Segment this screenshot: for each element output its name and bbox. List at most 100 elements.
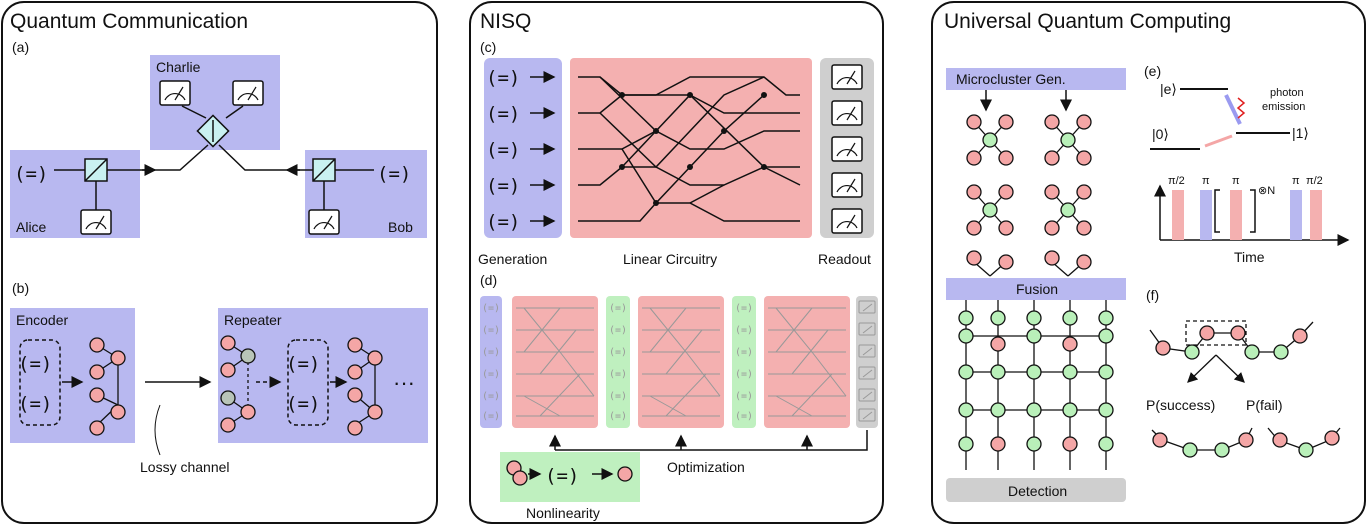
linear-circuitry-label: Linear Circuitry <box>623 251 717 267</box>
nonlinearity-label: Nonlinearity <box>526 505 600 521</box>
d-nl2-6-icon: (=) <box>735 411 753 422</box>
readout-meter-4-icon <box>831 172 863 198</box>
gen-source-1-icon: (=) <box>486 67 520 89</box>
d-nl1-4-icon: (=) <box>609 369 627 380</box>
generation-label: Generation <box>478 251 547 267</box>
linear-circuitry-box <box>570 58 812 238</box>
d-nl1-1-icon: (=) <box>609 303 627 314</box>
d-nl2-1-icon: (=) <box>735 303 753 314</box>
d-gen-6-icon: (=) <box>482 411 500 422</box>
gen-source-5-icon: (=) <box>486 211 520 233</box>
panel-universal-qc: Universal Quantum Computing Microcluster… <box>931 1 1366 524</box>
microcluster-box <box>946 68 1126 90</box>
qc-label-b: (b) <box>12 280 29 296</box>
d-gen-2-icon: (=) <box>482 325 500 336</box>
lossy-channel-label: Lossy channel <box>140 459 230 475</box>
repeater-label: Repeater <box>224 312 282 328</box>
pulse-pi-a-label: π <box>1202 175 1210 187</box>
pulse-pi2-a-label: π/2 <box>1168 175 1185 187</box>
alice-source-icon: (=) <box>14 163 48 185</box>
pulse-pi-c-label: π <box>1292 175 1300 187</box>
readout-label: Readout <box>818 251 871 267</box>
alice-box <box>10 150 140 238</box>
d-gen-5-icon: (=) <box>482 391 500 402</box>
nisq-label-c: (c) <box>480 39 496 55</box>
optimization-label: Optimization <box>667 459 745 475</box>
photon-emission-label-2: emission <box>1262 101 1305 113</box>
alice-beamsplitter-icon <box>84 158 108 182</box>
energy-level-diagram: |e⟩ |0⟩ |1⟩ photon emission <box>1150 81 1309 150</box>
qc-title: Quantum Communication <box>10 10 248 33</box>
nisq-title: NISQ <box>480 10 531 33</box>
optimization-pipeline: (=) (=) (=) (=) (=) (=) (=) (=) (=) (=) … <box>480 296 878 428</box>
d-nl1-5-icon: (=) <box>609 391 627 402</box>
d-nl1-3-icon: (=) <box>609 347 627 358</box>
bob-label: Bob <box>388 219 413 235</box>
pulse-pi2-b-label: π/2 <box>1306 175 1323 187</box>
d-nl1-2-icon: (=) <box>609 325 627 336</box>
charlie-label: Charlie <box>156 59 201 75</box>
microcluster-label: Microcluster Gen. <box>956 71 1066 87</box>
fusion-outcome-diagram <box>1149 320 1341 458</box>
d-nl2-2-icon: (=) <box>735 325 753 336</box>
p-success-label: P(success) <box>1146 397 1215 413</box>
readout-meter-2-icon <box>831 100 863 126</box>
fusion-label: Fusion <box>1016 281 1058 297</box>
alice-meter-icon <box>80 209 112 235</box>
d-nl1-6-icon: (=) <box>609 411 627 422</box>
d-nl2-5-icon: (=) <box>735 391 753 402</box>
gen-source-3-icon: (=) <box>486 139 520 161</box>
feedback-loop <box>549 430 868 451</box>
repeater-source-1-icon: (=) <box>286 353 320 375</box>
readout-meter-5-icon <box>831 208 863 234</box>
photon-emission-label-1: photon <box>1270 87 1304 99</box>
continuation-ellipsis: ··· <box>393 370 415 395</box>
bob-meter-icon <box>308 209 340 235</box>
bob-source-icon: (=) <box>377 163 411 185</box>
nisq-label-d: (d) <box>480 272 497 288</box>
time-axis-label: Time <box>1234 249 1265 265</box>
d-gen-3-icon: (=) <box>482 347 500 358</box>
repeater-input-graph <box>220 335 256 433</box>
panel-nisq: NISQ (c) (=) (=) (=) (=) (=) <box>469 1 884 524</box>
charlie-meter-right-icon <box>232 80 264 106</box>
detection-box <box>946 478 1126 502</box>
generation-sources: (=) (=) (=) (=) (=) <box>486 67 556 233</box>
nonlinearity-source-icon: (=) <box>545 465 579 487</box>
encoder-label: Encoder <box>16 312 68 328</box>
microclusters <box>966 114 1092 277</box>
tensor-n-label: ⊗N <box>1258 185 1275 197</box>
fusion-box <box>946 278 1126 300</box>
encoder-tree-graph <box>89 337 126 436</box>
repeater-source-2-icon: (=) <box>286 393 320 415</box>
uqc-title: Universal Quantum Computing <box>944 10 1231 33</box>
uqc-label-f: (f) <box>1146 287 1159 303</box>
detection-label: Detection <box>1008 483 1067 499</box>
pulse-pi-b-label: π <box>1232 175 1240 187</box>
d-nl2-4-icon: (=) <box>735 369 753 380</box>
gen-source-2-icon: (=) <box>486 103 520 125</box>
encoder-source-1-icon: (=) <box>18 353 52 375</box>
repeater-box <box>218 308 428 443</box>
readout-meter-3-icon <box>831 136 863 162</box>
panel-quantum-communication: Quantum Communication (a) Charlie (=) Al… <box>1 1 438 524</box>
d-gen-1-icon: (=) <box>482 303 500 314</box>
d-gen-4-icon: (=) <box>482 369 500 380</box>
repeater-output-graph <box>347 337 383 436</box>
generation-box <box>484 58 562 238</box>
bob-beamsplitter-icon <box>312 158 336 182</box>
mesh-nodes <box>619 92 767 206</box>
state-e-label: |e⟩ <box>1160 81 1177 97</box>
cluster-state-lattice <box>958 300 1114 470</box>
gen-source-4-icon: (=) <box>486 175 520 197</box>
uqc-label-e: (e) <box>1144 63 1161 79</box>
encoder-source-2-icon: (=) <box>18 393 52 415</box>
alice-label: Alice <box>16 219 47 235</box>
state-1-label: |1⟩ <box>1292 125 1309 141</box>
readout-meter-1-icon <box>831 64 863 90</box>
p-fail-label: P(fail) <box>1246 397 1283 413</box>
state-0-label: |0⟩ <box>1152 126 1169 142</box>
encoder-box <box>10 308 135 443</box>
charlie-meter-left-icon <box>159 80 191 106</box>
